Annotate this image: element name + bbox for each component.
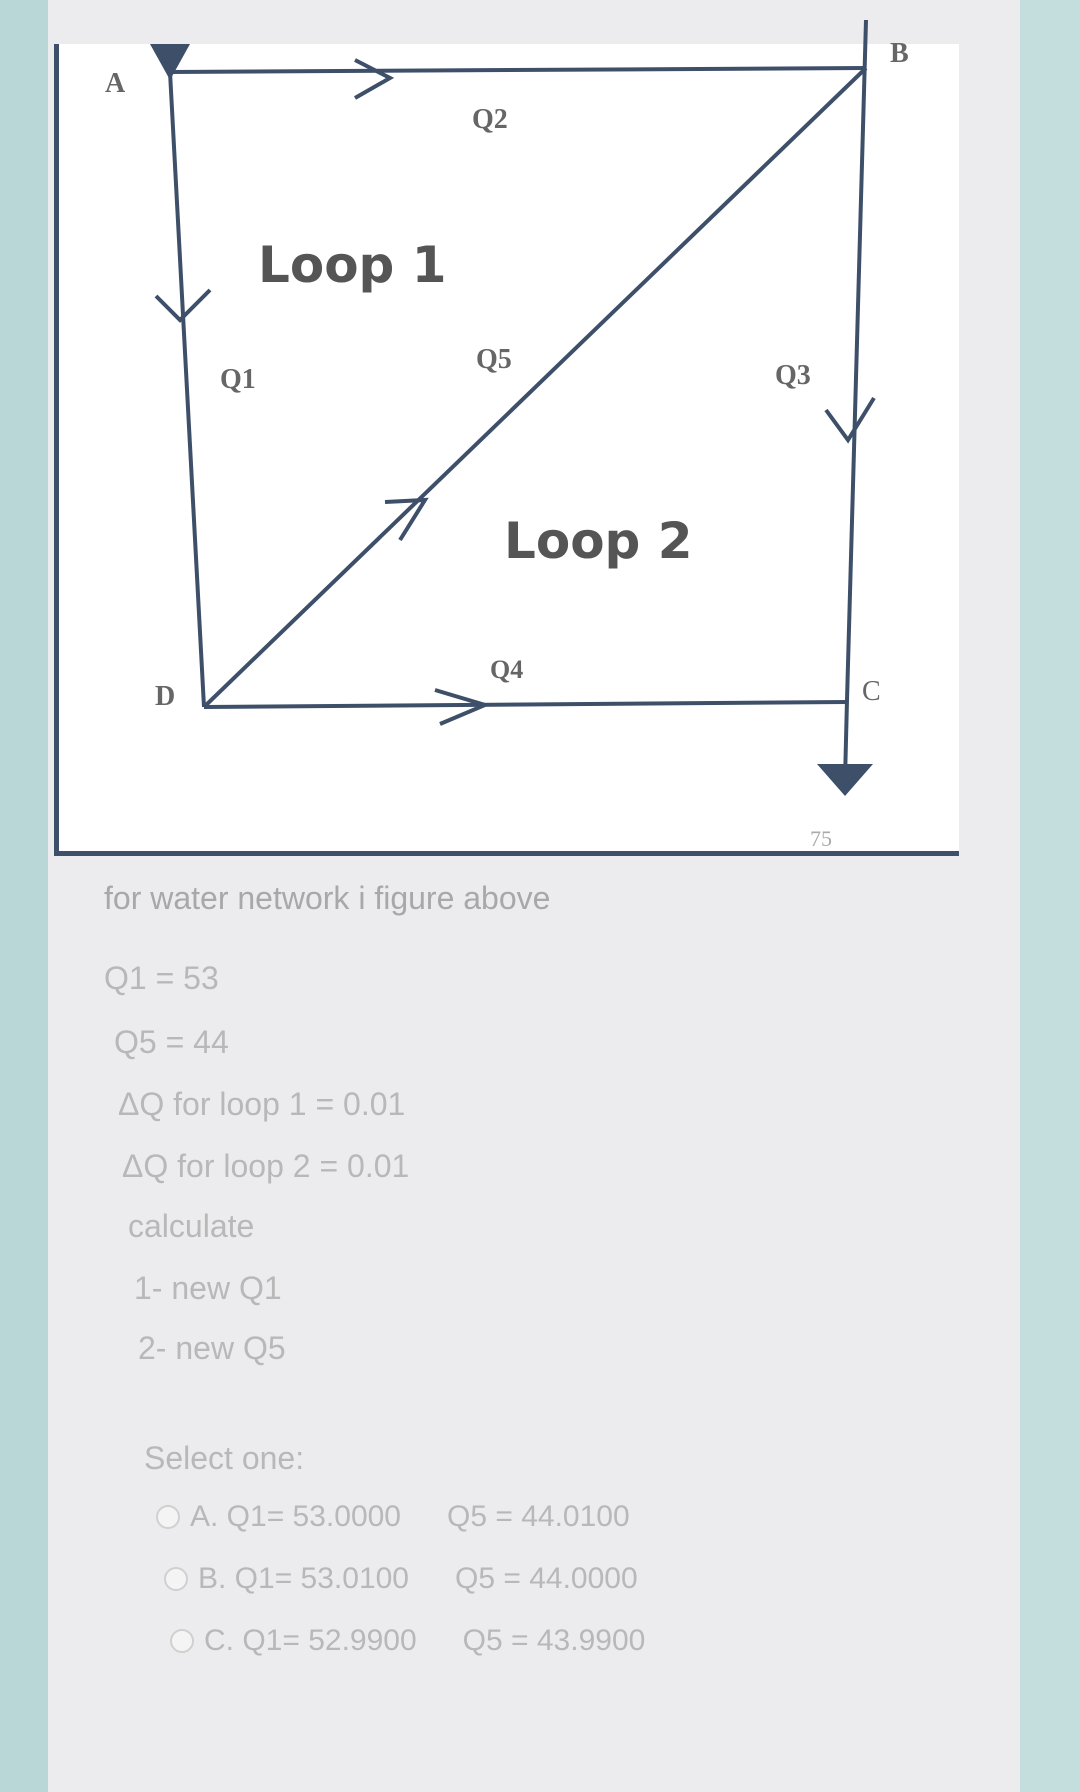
- pipe-q4-line: [203, 700, 848, 709]
- option-a[interactable]: A. Q1= 53.0000 Q5 = 44.0100: [156, 1500, 630, 1534]
- radio-option-a[interactable]: [156, 1505, 180, 1529]
- pipe-q4-label: Q4: [490, 655, 523, 684]
- pipe-q3-label: Q3: [775, 360, 811, 391]
- outflow-label: 75: [810, 826, 832, 851]
- option-c-q5: Q5 = 43.9900: [462, 1624, 646, 1657]
- network-figure: [54, 44, 959, 856]
- option-b-q1: B. Q1= 53.0100: [198, 1562, 409, 1595]
- calc-item-1: 1- new Q1: [134, 1270, 282, 1306]
- given-dq-loop2: ΔQ for loop 2 = 0.01: [122, 1148, 410, 1184]
- node-a-label: A: [105, 68, 126, 99]
- arrow-q4-icon: [434, 688, 491, 726]
- inflow-arrow-icon: [150, 44, 190, 80]
- arrow-q2-icon: [354, 58, 395, 100]
- pipe-q5-label: Q5: [476, 344, 512, 375]
- node-b-label: B: [890, 38, 909, 69]
- pipe-q3-line: [845, 19, 868, 701]
- given-q5: Q5 = 44: [114, 1024, 229, 1060]
- pipe-q1-label: Q1: [220, 364, 256, 395]
- arrow-q5-icon: [384, 497, 429, 542]
- loop-1-label: Loop 1: [258, 236, 447, 294]
- outflow-arrow-icon: [817, 764, 873, 796]
- option-a-q1: A. Q1= 53.0000: [190, 1500, 401, 1533]
- calc-item-2: 2- new Q5: [138, 1330, 286, 1366]
- arrow-q3-icon: [824, 396, 876, 444]
- given-dq-loop1: ΔQ for loop 1 = 0.01: [118, 1086, 406, 1122]
- loop-2-label: Loop 2: [504, 512, 693, 570]
- select-one-label: Select one:: [144, 1440, 305, 1476]
- calculate-label: calculate: [128, 1208, 255, 1244]
- pipe-q5-line: [202, 66, 868, 709]
- pipe-q1-line: [168, 71, 206, 708]
- pipe-network-diagram: A B C D Q2 Q1 Q3 Q4 Q5 75 Loop 1 Loop 2: [105, 19, 909, 851]
- pipe-q2-label: Q2: [472, 104, 508, 135]
- option-a-q5: Q5 = 44.0100: [447, 1500, 630, 1533]
- radio-option-c[interactable]: [170, 1629, 194, 1653]
- node-d-label: D: [155, 681, 175, 712]
- given-q1: Q1 = 53: [104, 960, 219, 996]
- pipe-q2-line: [169, 66, 867, 74]
- left-window-strip: [0, 0, 48, 1792]
- option-c[interactable]: C. Q1= 52.9900 Q5 = 43.9900: [170, 1624, 645, 1658]
- node-c-label: C: [862, 676, 881, 707]
- option-c-q1: C. Q1= 52.9900: [204, 1624, 417, 1657]
- radio-option-b[interactable]: [164, 1567, 188, 1591]
- question-intro: for water network i figure above: [104, 880, 551, 916]
- option-b[interactable]: B. Q1= 53.0100 Q5 = 44.0000: [164, 1562, 638, 1596]
- right-window-strip: [1020, 0, 1080, 1792]
- option-b-q5: Q5 = 44.0000: [455, 1562, 638, 1595]
- arrow-q1-icon: [154, 288, 212, 323]
